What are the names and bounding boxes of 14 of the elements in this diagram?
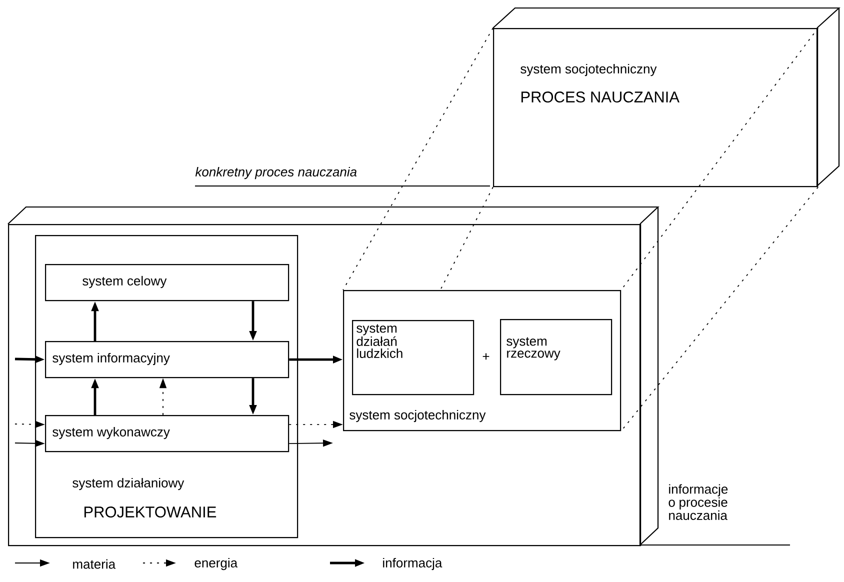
note-text: informacje o procesie nauczania xyxy=(668,484,728,520)
legend-item: informacja xyxy=(330,558,442,570)
process-box: system celowy xyxy=(45,264,290,302)
node-label: konkretny proces nauczania xyxy=(195,166,357,180)
plus-sign: + xyxy=(482,353,490,360)
process-box: system rzeczowy xyxy=(500,319,612,396)
block-drawing: system socjotechniczny PROCES NAUCZANIA xyxy=(492,7,840,188)
projection-line xyxy=(440,186,494,290)
projection-line xyxy=(342,28,494,290)
process-box: system wykonawczy xyxy=(45,415,290,452)
process-box: system informacyjny xyxy=(45,341,290,378)
process-box: system działań ludzkich xyxy=(352,320,474,396)
legend-item: materia xyxy=(14,559,116,569)
legend-item: energia xyxy=(142,558,238,570)
